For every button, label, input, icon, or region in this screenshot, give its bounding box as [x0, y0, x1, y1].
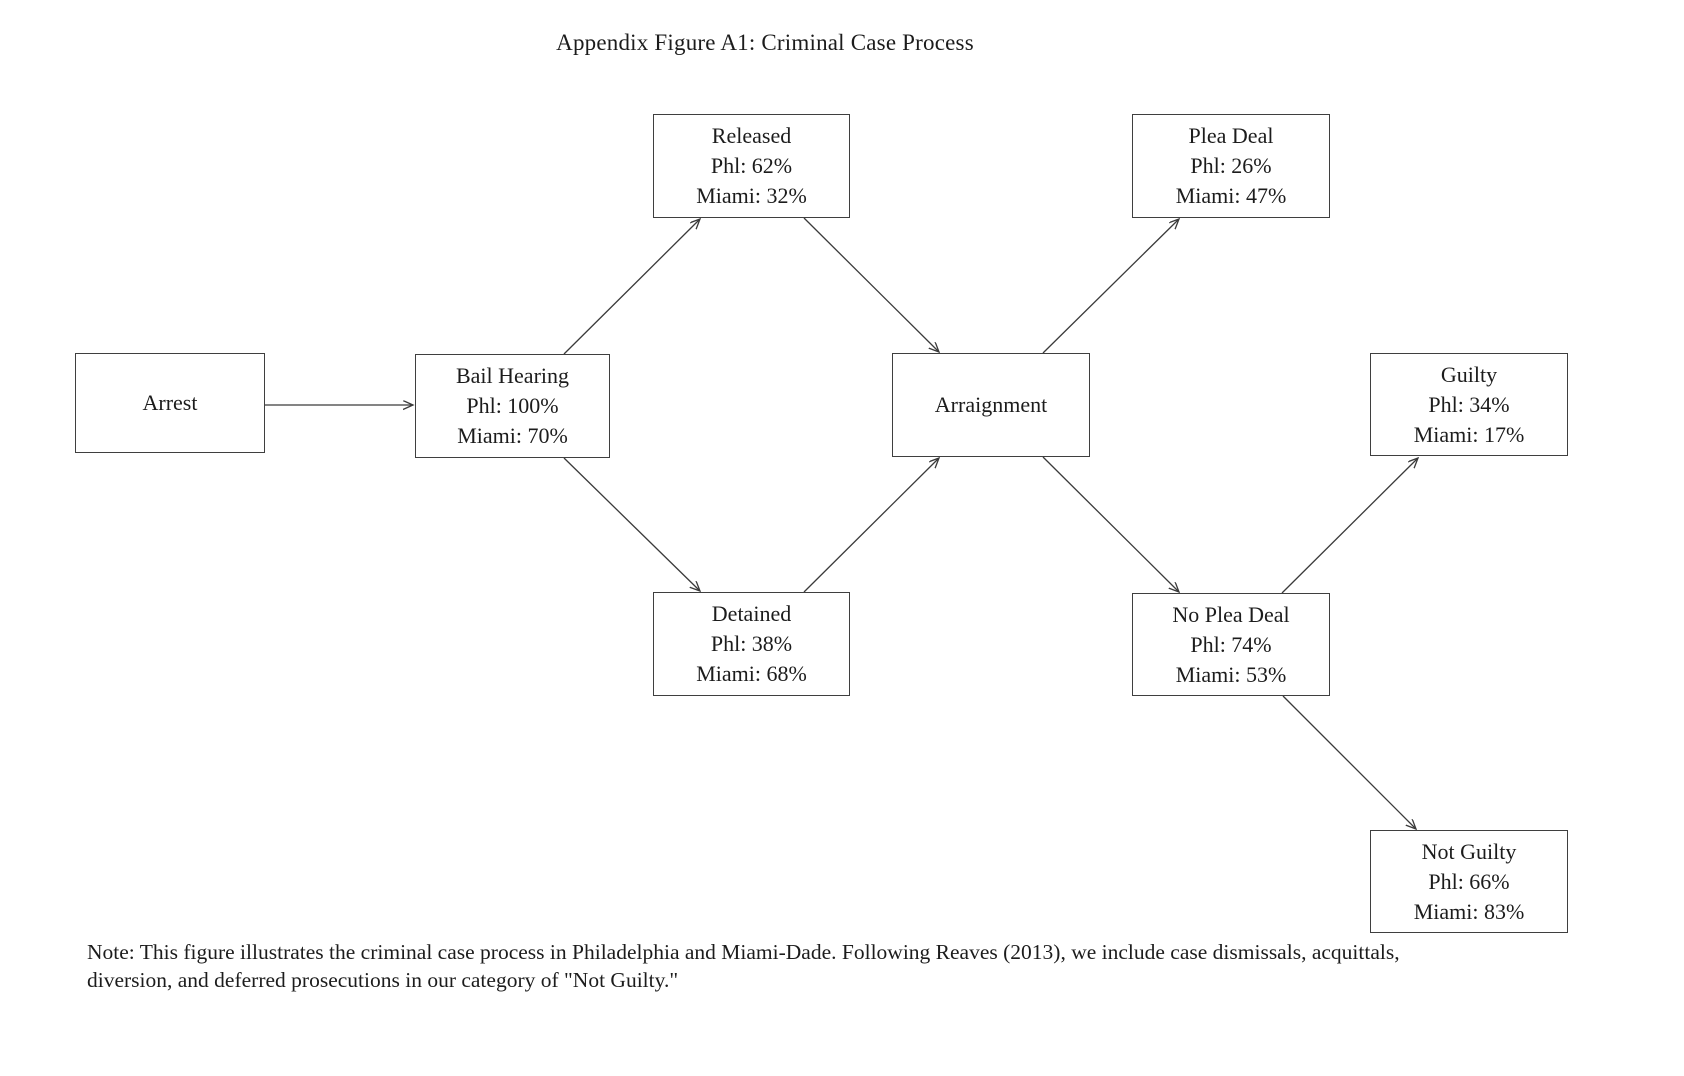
node-stat-miami: Miami: 17%	[1413, 421, 1525, 447]
node-label: Bail Hearing	[455, 363, 570, 388]
node-label: Arrest	[142, 390, 198, 415]
node-stat-miami: Miami: 83%	[1413, 898, 1525, 924]
arrow-bail-to-released	[563, 219, 700, 355]
node-arraignment: Arraignment	[892, 353, 1090, 457]
node-stat-phl: Phl: 38%	[710, 631, 793, 656]
node-released: Released Phl: 62% Miami: 32%	[653, 114, 850, 218]
node-arrest: Arrest	[75, 353, 265, 453]
figure-note: Note: This figure illustrates the crimin…	[87, 938, 1400, 994]
node-stat-miami: Miami: 68%	[696, 661, 807, 686]
node-bail-hearing: Bail Hearing Phl: 100% Miami: 70%	[415, 354, 610, 458]
node-stat-phl: Phl: 66%	[1428, 868, 1510, 894]
node-label: Released	[711, 123, 792, 148]
node-label: Plea Deal	[1188, 123, 1274, 148]
node-stat-miami: Miami: 47%	[1175, 183, 1287, 208]
node-label: No Plea Deal	[1172, 601, 1290, 627]
node-not-guilty: Not Guilty Phl: 66% Miami: 83%	[1370, 830, 1568, 933]
arrow-arraignment-to-noplea	[1042, 456, 1179, 592]
node-label: Not Guilty	[1421, 838, 1517, 864]
node-label: Arraignment	[934, 392, 1048, 417]
arrow-detained-to-arraignment	[803, 458, 939, 593]
arrow-arraignment-to-plea	[1042, 219, 1179, 354]
node-stat-phl: Phl: 62%	[710, 153, 793, 178]
node-stat-miami: Miami: 53%	[1175, 661, 1287, 687]
node-label: Guilty	[1440, 361, 1498, 387]
node-stat-phl: Phl: 26%	[1190, 153, 1272, 178]
node-stat-phl: Phl: 34%	[1428, 391, 1510, 417]
arrow-released-to-arraignment	[803, 217, 939, 352]
node-stat-miami: Miami: 70%	[457, 423, 568, 448]
arrow-noplea-to-notguilty	[1282, 695, 1416, 829]
arrow-noplea-to-guilty	[1281, 458, 1418, 594]
node-label: Detained	[711, 601, 792, 626]
figure-note-line2: diversion, and deferred prosecutions in …	[87, 968, 679, 992]
node-stat-phl: Phl: 100%	[466, 393, 559, 418]
figure-note-line1: Note: This figure illustrates the crimin…	[87, 940, 1400, 964]
node-stat-phl: Phl: 74%	[1190, 631, 1272, 657]
node-detained: Detained Phl: 38% Miami: 68%	[653, 592, 850, 696]
figure-title: Appendix Figure A1: Criminal Case Proces…	[556, 30, 974, 55]
arrow-bail-to-detained	[563, 457, 700, 591]
node-stat-miami: Miami: 32%	[696, 183, 807, 208]
node-plea-deal: Plea Deal Phl: 26% Miami: 47%	[1132, 114, 1330, 218]
node-guilty: Guilty Phl: 34% Miami: 17%	[1370, 353, 1568, 456]
node-no-plea-deal: No Plea Deal Phl: 74% Miami: 53%	[1132, 593, 1330, 696]
